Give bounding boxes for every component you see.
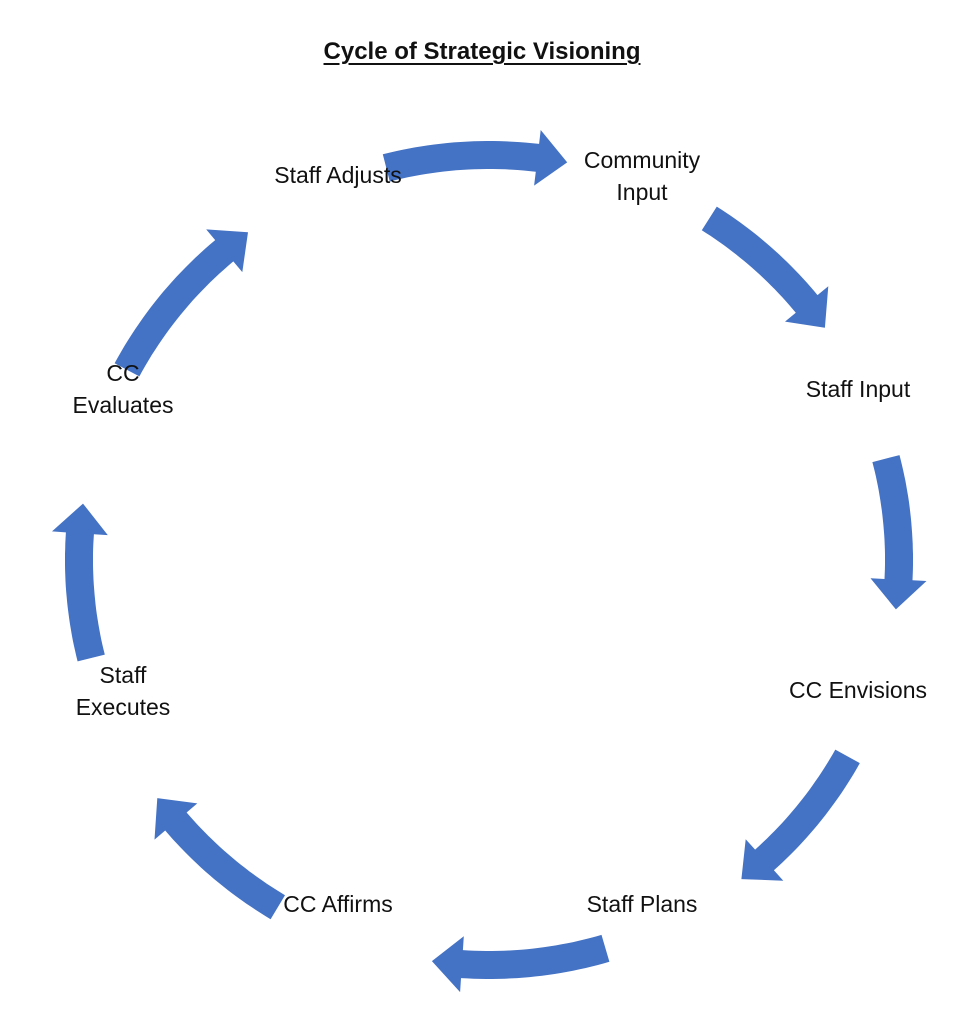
node-staff-input: Staff Input bbox=[790, 373, 926, 405]
arrow-cc-evaluates-to-staff-adjusts bbox=[114, 229, 248, 377]
diagram-title: Cycle of Strategic Visioning bbox=[323, 38, 641, 65]
arrow-cc-envisions-to-staff-plans bbox=[741, 749, 860, 881]
node-cc-evaluates-line-1: CC bbox=[106, 360, 140, 386]
arrow-staff-input-to-cc-envisions bbox=[870, 455, 927, 610]
arrow-staff-executes-to-cc-evaluates bbox=[52, 503, 108, 662]
node-staff-adjusts: Staff Adjusts bbox=[258, 159, 418, 191]
node-staff-executes: Staff Executes bbox=[56, 659, 190, 723]
node-cc-affirms: CC Affirms bbox=[270, 888, 406, 920]
node-community-input-line-1: Community bbox=[583, 147, 701, 173]
node-cc-affirms-line-1: CC Affirms bbox=[283, 891, 393, 917]
arrow-community-input-to-staff-input bbox=[701, 206, 829, 328]
node-community-input: Community Input bbox=[572, 144, 712, 208]
node-cc-envisions-line-1: CC Envisions bbox=[788, 677, 928, 703]
arrow-cc-affirms-to-staff-executes bbox=[154, 798, 285, 920]
node-staff-plans-line-1: Staff Plans bbox=[586, 891, 698, 917]
node-staff-executes-line-1: Staff bbox=[99, 662, 147, 688]
node-staff-input-line-1: Staff Input bbox=[805, 376, 911, 402]
node-cc-evaluates: CC Evaluates bbox=[56, 357, 190, 421]
node-cc-evaluates-line-2: Evaluates bbox=[72, 392, 174, 418]
node-staff-executes-line-2: Executes bbox=[75, 694, 171, 720]
node-community-input-line-2: Input bbox=[616, 179, 668, 205]
node-staff-adjusts-line-1: Staff Adjusts bbox=[274, 162, 402, 188]
node-cc-envisions: CC Envisions bbox=[780, 674, 936, 706]
arrow-staff-adjusts-to-community-input bbox=[382, 130, 568, 186]
arrow-staff-plans-to-cc-affirms bbox=[431, 934, 610, 993]
node-staff-plans: Staff Plans bbox=[575, 888, 709, 920]
